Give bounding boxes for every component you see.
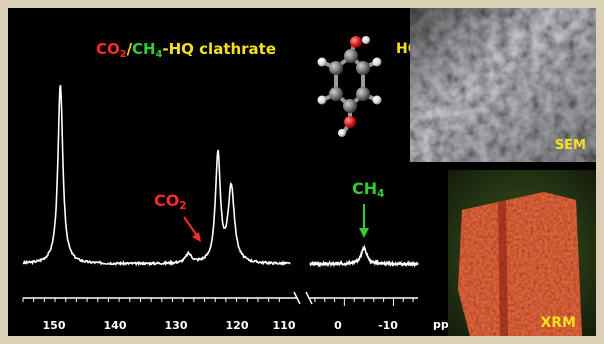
xrm-image: XRM — [448, 170, 596, 336]
tick-label: 130 — [164, 319, 188, 332]
axis-unit-label: ppm — [433, 318, 461, 331]
tick-label: 120 — [225, 319, 249, 332]
spectrum-trace-left — [22, 84, 291, 267]
title-co2: CO2 — [96, 40, 127, 60]
sem-micrograph — [410, 8, 596, 162]
sem-image: SEM — [410, 8, 596, 162]
ch4-arrow — [359, 204, 369, 238]
figure-title: CO2/CH4-HQ clathrate — [96, 40, 277, 60]
tick-label: 110 — [272, 319, 296, 332]
xrm-label: XRM — [540, 315, 576, 331]
title-rest: -HQ clathrate — [162, 40, 277, 58]
spectrum-trace-right — [309, 244, 419, 268]
nmr-spectrum — [22, 84, 419, 306]
ch4-peak-label: CH4 — [352, 179, 385, 201]
axis-break-mark — [293, 291, 301, 305]
ppm-axis — [22, 291, 418, 306]
figure-frame: CO2/CH4-HQ clathrate CO2 CH4 150 140 130… — [8, 8, 596, 336]
sem-label: SEM — [554, 138, 586, 153]
xrm-render — [448, 170, 596, 336]
title-ch4: CH4 — [132, 40, 163, 60]
tick-label: 0 — [334, 319, 342, 332]
tick-label: -10 — [378, 319, 398, 332]
tick-label: 140 — [103, 319, 127, 332]
co2-peak-label: CO2 — [154, 191, 187, 213]
tick-label: 150 — [42, 319, 66, 332]
title-slash: / — [126, 40, 133, 58]
co2-arrow — [183, 216, 201, 242]
axis-break-mark — [305, 291, 313, 305]
hydroquinone-molecule — [317, 36, 382, 137]
